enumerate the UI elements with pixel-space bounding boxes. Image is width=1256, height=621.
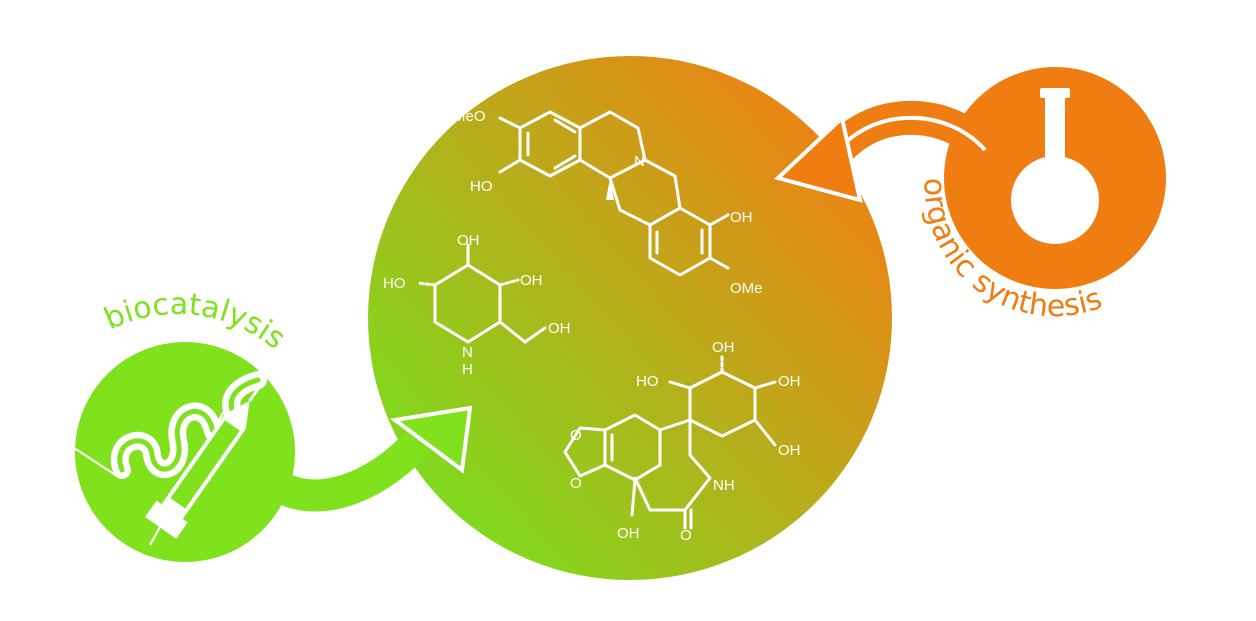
central-circle	[368, 56, 892, 580]
atom-ho: HO	[470, 178, 493, 195]
atom-c-oh-lower: OH	[778, 442, 801, 459]
atom-dioxole-o-top: O	[570, 427, 582, 444]
syringe-icon	[145, 371, 271, 539]
atom-sugar-oh-right: OH	[520, 272, 543, 289]
atom-meo: MeO	[453, 108, 486, 125]
atom-sugar-h: H	[462, 361, 473, 378]
atom-sugar-n: N	[462, 344, 473, 361]
atom-carbonyl-o: O	[680, 527, 692, 544]
molecule-narciclasine	[563, 353, 777, 530]
atom-oh: OH	[730, 209, 753, 226]
atom-n: N	[634, 153, 645, 170]
molecule-protoberberine	[498, 110, 730, 277]
atom-sugar-ho: HO	[383, 275, 406, 292]
atom-c-ho: HO	[636, 373, 659, 390]
atom-ome: OMe	[730, 280, 763, 297]
atom-phenol-oh: OH	[617, 525, 640, 542]
organic-synthesis-arrow	[774, 100, 998, 203]
atom-c-oh-right: OH	[778, 373, 801, 390]
atom-dioxole-o-bottom: O	[570, 475, 582, 492]
molecule-iminosugar	[416, 243, 547, 344]
biocatalysis-divider-line	[61, 439, 121, 479]
atom-c-oh-top: OH	[712, 339, 735, 356]
flask-icon	[1011, 88, 1099, 244]
atom-sugar-oh-ch2: OH	[548, 320, 571, 337]
atom-c-nh: NH	[713, 477, 735, 494]
biocatalysis-arrow	[248, 405, 473, 512]
atom-sugar-oh-top: OH	[457, 232, 480, 249]
